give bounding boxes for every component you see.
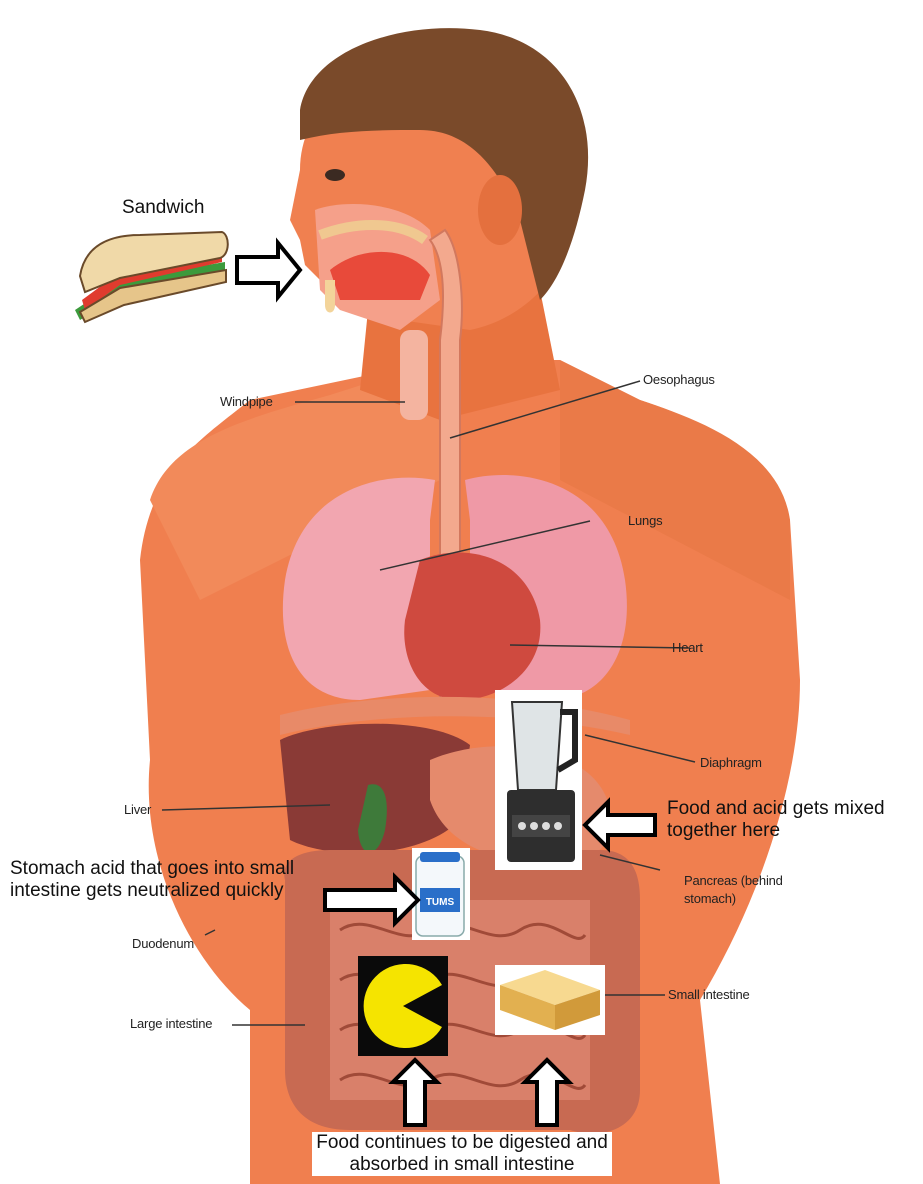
sandwich-label: Sandwich (122, 197, 204, 219)
pacman-image (358, 956, 448, 1056)
lungs-label: Lungs (628, 513, 662, 528)
arrow-sandwich-to-mouth (237, 243, 300, 297)
oesophagus-label: Oesophagus (643, 372, 715, 387)
mixing-note: Food and acid gets mixed together here (667, 798, 921, 842)
saliva-drip (325, 280, 335, 313)
pancreas-label: Pancreas (behind stomach) (684, 872, 814, 908)
windpipe-label: Windpipe (220, 394, 273, 409)
sponge-image (495, 965, 605, 1035)
eye (325, 169, 345, 181)
antacid-label: TUMS (426, 897, 455, 908)
blender-jar (512, 702, 562, 790)
ear (478, 175, 522, 245)
antacid-bottle-image: TUMS (412, 848, 470, 940)
digested-note: Food continues to be digested and absorb… (312, 1132, 612, 1176)
blender-image (495, 690, 582, 870)
diaphragm-label: Diaphragm (700, 755, 762, 770)
windpipe-shape (400, 330, 428, 420)
large-intestine-label: Large intestine (130, 1016, 212, 1031)
heart-label: Heart (672, 640, 703, 655)
sandwich-image (75, 232, 228, 322)
small-intestine-label: Small intestine (668, 987, 750, 1002)
duodenum-label: Duodenum (132, 936, 194, 951)
body-illustration (140, 28, 800, 1184)
neutralized-note: Stomach acid that goes into small intest… (10, 858, 320, 902)
liver-label: Liver (124, 802, 151, 817)
